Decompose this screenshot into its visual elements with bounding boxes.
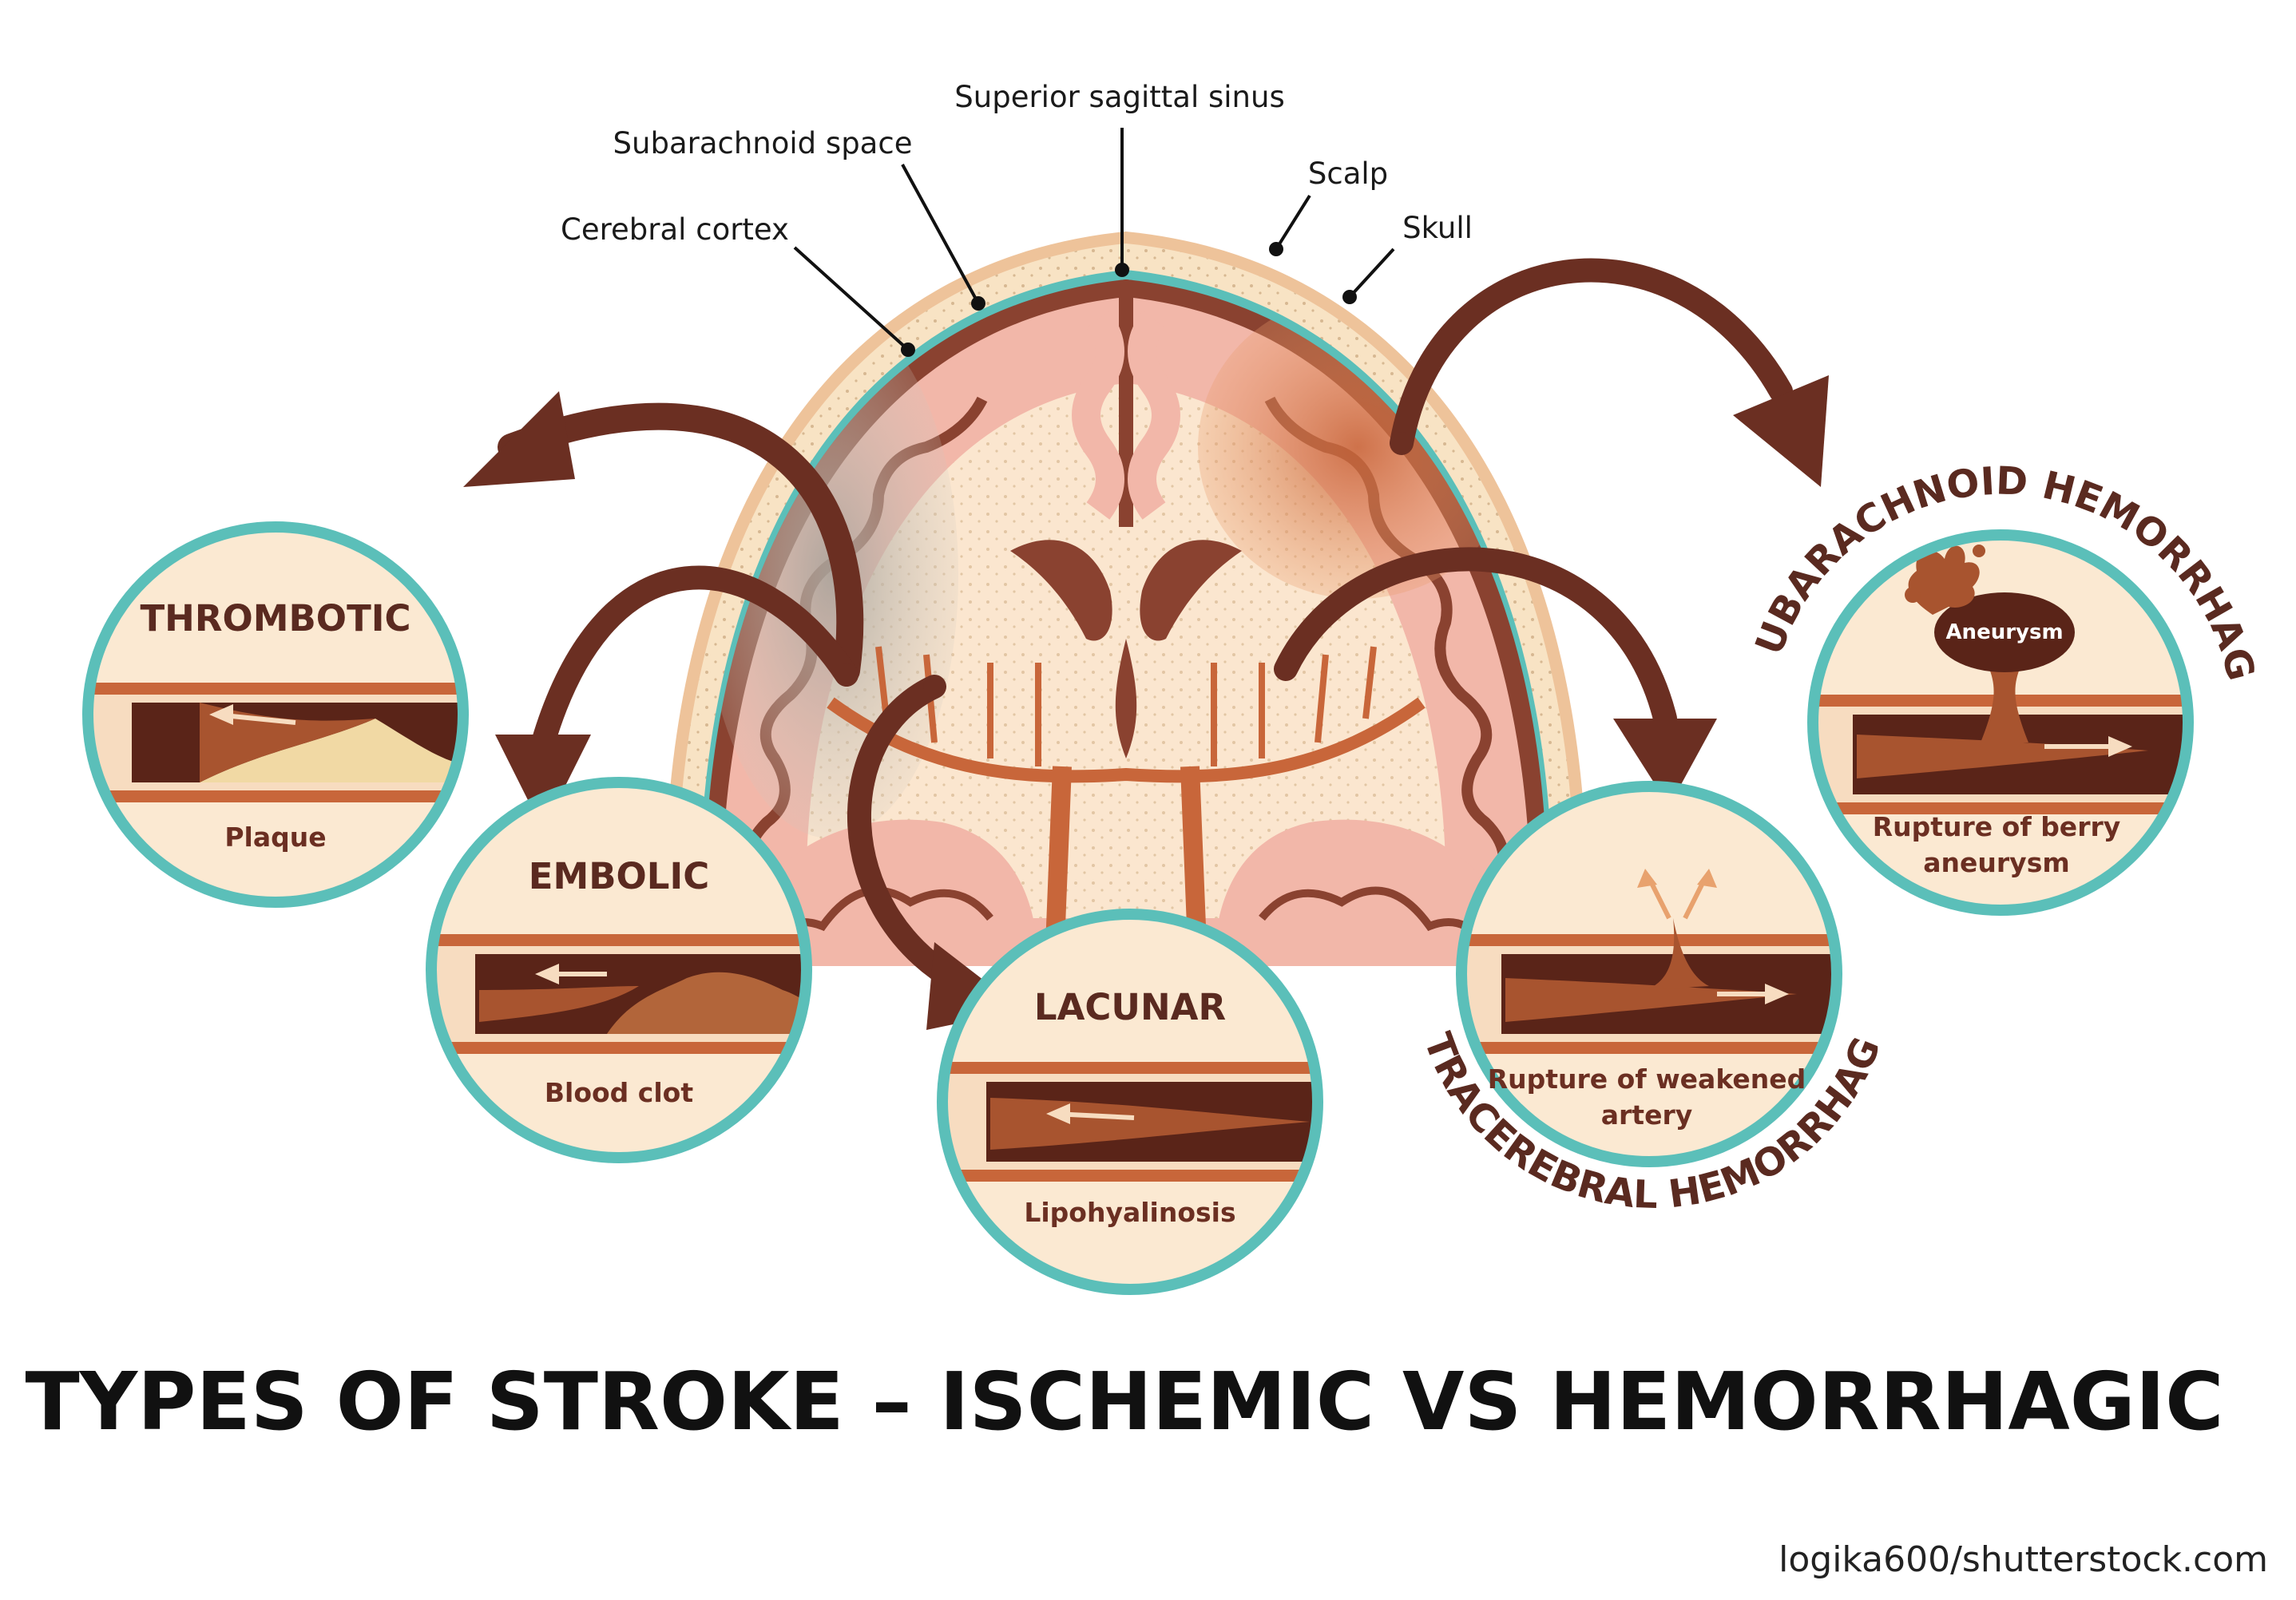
leader-line-scalp	[1275, 194, 1311, 251]
brain-cross-section	[664, 232, 1588, 966]
leader-line-cerebral-cortex	[793, 246, 910, 351]
anatomy-labels: Superior sagittal sinus Subarachnoid spa…	[561, 80, 1473, 357]
arrow-to-subarachnoid	[1390, 258, 1793, 455]
arrow-to-thrombotic	[498, 402, 864, 684]
embolic-caption: Blood clot	[545, 1077, 693, 1108]
arrow-to-intracerebral	[1274, 547, 1677, 731]
label-cerebral-cortex: Cerebral cortex	[561, 212, 789, 247]
arrows	[463, 258, 1829, 1030]
embolic-heading: EMBOLIC	[529, 855, 710, 897]
label-superior-sagittal-sinus: Superior sagittal sinus	[954, 80, 1284, 114]
aneurysm-sac	[1934, 592, 2075, 672]
thrombotic-heading: THROMBOTIC	[140, 597, 410, 640]
blood-clot-shape	[607, 972, 807, 1034]
subarachnoid-caption-line1: Rupture of berry	[1873, 811, 2121, 842]
lacunar-heading: LACUNAR	[1034, 986, 1226, 1028]
arrow-to-lacunar	[847, 675, 970, 994]
lacunar-caption: Lipohyalinosis	[1024, 1197, 1235, 1228]
leader-line-subarachnoid-space	[901, 164, 980, 304]
label-skull: Skull	[1402, 211, 1473, 245]
aneurysm-label: Aneurysm	[1945, 620, 2063, 644]
plaque-shape	[200, 719, 463, 782]
thrombotic-caption: Plaque	[224, 822, 326, 853]
subarachnoid-caption-line2: aneurysm	[1923, 847, 2069, 878]
rupture-shape	[1645, 918, 1709, 990]
credit-text: logika600/shutterstock.com	[1779, 1539, 2268, 1580]
intracerebral-caption-line2: artery	[1601, 1099, 1693, 1131]
label-scalp: Scalp	[1308, 156, 1388, 191]
intracerebral-caption-line1: Rupture of weakened	[1488, 1063, 1806, 1095]
lacunar-panel: LACUNAR Lipohyalinosis	[937, 909, 1323, 1295]
page-title: TYPES OF STROKE – ISCHEMIC VS HEMORRHAGI…	[26, 1355, 2224, 1448]
leader-line-skull	[1348, 248, 1395, 299]
thrombotic-panel: THROMBOTIC Plaque	[82, 521, 469, 908]
label-subarachnoid-space: Subarachnoid space	[613, 126, 913, 160]
arrow-to-embolic	[531, 565, 859, 754]
embolic-panel: EMBOLIC Blood clot	[426, 777, 812, 1163]
aneurysm-splash	[1908, 545, 1980, 615]
